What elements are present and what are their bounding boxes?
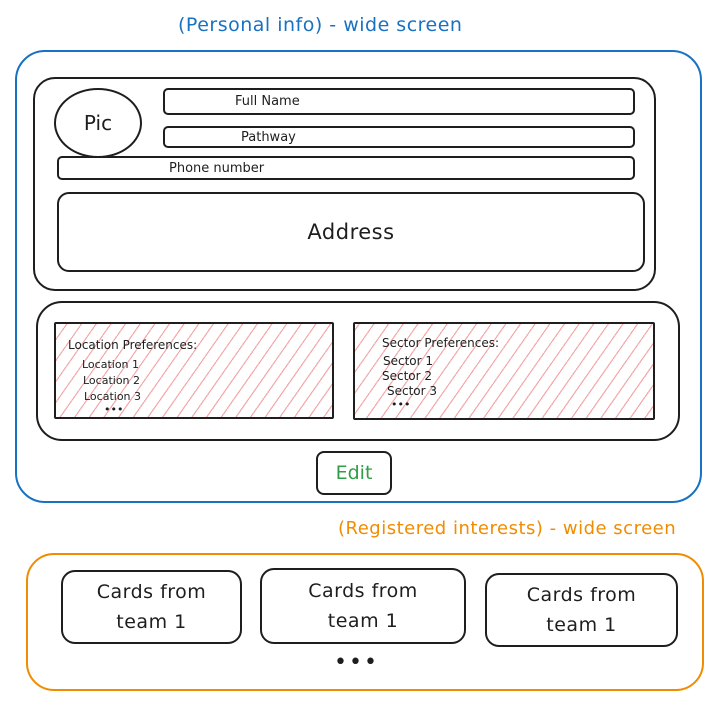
pathway-label: Pathway (241, 129, 296, 145)
team-card[interactable]: Cards from team 1 (485, 573, 678, 647)
location-more-ellipsis: ••• (104, 403, 124, 416)
edit-button-label: Edit (335, 462, 373, 484)
personal-info-title: (Personal info) - wide screen (178, 14, 463, 36)
sector-item: Sector 1 (383, 354, 434, 368)
full-name-field[interactable]: Full Name (163, 88, 635, 115)
personal-info-container (15, 50, 702, 503)
sector-item: Sector 3 (387, 384, 438, 398)
registered-interests-container (26, 553, 704, 691)
team-card-label: Cards from team 1 (308, 580, 418, 632)
pathway-field[interactable]: Pathway (163, 126, 635, 148)
location-preferences-box[interactable]: Location Preferences: Location 1 Locatio… (54, 322, 334, 419)
phone-number-field[interactable]: Phone number (57, 156, 635, 180)
address-field[interactable]: Address (57, 192, 645, 272)
sector-item: Sector 2 (382, 369, 433, 383)
team-card[interactable]: Cards from team 1 (61, 570, 242, 644)
interests-more-ellipsis: ••• (334, 650, 379, 675)
phone-number-label: Phone number (169, 160, 265, 176)
location-item: Location 2 (83, 374, 141, 387)
location-item: Location 1 (82, 358, 140, 371)
edit-button[interactable]: Edit (316, 451, 392, 495)
location-preferences-heading: Location Preferences: (68, 338, 198, 352)
sector-preferences-box[interactable]: Sector Preferences: Sector 1 Sector 2 Se… (353, 322, 655, 420)
full-name-label: Full Name (235, 94, 300, 109)
team-card-label: Cards from team 1 (526, 584, 637, 636)
team-card-label: Cards from team 1 (96, 581, 207, 633)
registered-interests-title: (Registered interests) - wide screen (338, 518, 677, 539)
sector-preferences-heading: Sector Preferences: (382, 336, 500, 350)
location-item: Location 3 (84, 390, 142, 403)
address-label: Address (307, 220, 395, 244)
profile-pic-label: Pic (83, 111, 113, 135)
profile-pic[interactable]: Pic (54, 88, 142, 158)
team-card[interactable]: Cards from team 1 (260, 568, 466, 644)
sector-more-ellipsis: ••• (391, 398, 411, 411)
